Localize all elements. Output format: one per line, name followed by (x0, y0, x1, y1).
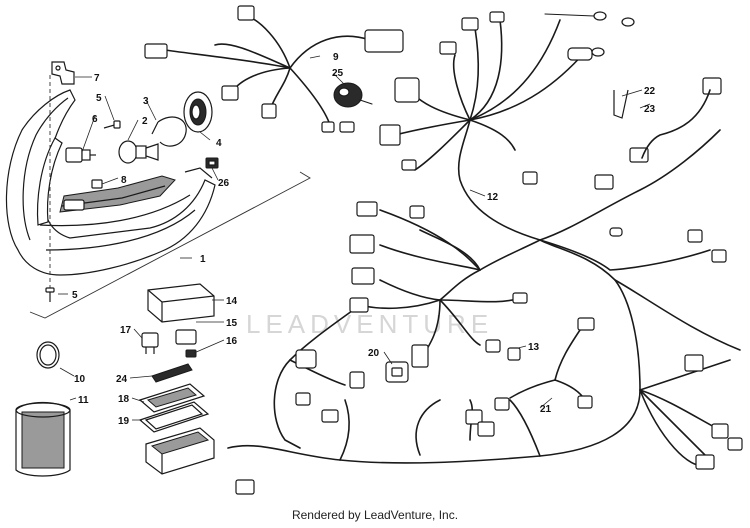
harness-connectors[interactable] (235, 77, 743, 495)
footer-credit: Rendered by LeadVenture, Inc. (291, 508, 459, 522)
headlight-bracket[interactable] (51, 61, 75, 85)
connector-pigtail[interactable] (641, 89, 711, 159)
callout-5-lower: 5 (72, 290, 78, 301)
callout-21: 21 (540, 404, 552, 415)
sensor-connector[interactable] (385, 361, 409, 383)
callout-3: 3 (143, 96, 149, 107)
callout-16: 16 (226, 336, 238, 347)
socket-bracket[interactable] (65, 147, 96, 163)
callout-5-upper: 5 (96, 93, 102, 104)
callout-9: 9 (333, 52, 339, 63)
callout-19: 19 (118, 416, 130, 427)
small-connector[interactable] (205, 157, 219, 169)
group-box-line (29, 171, 311, 319)
bulb-dust-cover[interactable] (183, 91, 213, 133)
callout-1: 1 (200, 254, 206, 265)
callout-12: 12 (487, 192, 499, 203)
protective-sleeve[interactable] (15, 401, 71, 477)
fuse-box-base[interactable] (145, 427, 215, 475)
callout-2: 2 (142, 116, 148, 127)
main-harness[interactable] (227, 119, 741, 467)
fuse[interactable] (185, 349, 197, 358)
headlight-clip[interactable] (91, 179, 103, 189)
sub-harness[interactable] (509, 317, 595, 409)
callout-15: 15 (226, 318, 238, 329)
relay[interactable] (141, 332, 159, 354)
callout-18: 18 (118, 394, 130, 405)
upper-harness[interactable] (144, 5, 404, 133)
small-plug[interactable] (507, 347, 521, 361)
callout-7: 7 (94, 73, 100, 84)
fuse-strip[interactable] (151, 363, 193, 383)
callout-25: 25 (332, 68, 344, 79)
callout-6: 6 (92, 114, 98, 125)
callout-14: 14 (226, 296, 238, 307)
callout-17: 17 (120, 325, 132, 336)
callout-8: 8 (121, 175, 127, 186)
relay-box[interactable] (147, 283, 215, 323)
callout-23: 23 (644, 104, 656, 115)
callout-20: 20 (368, 348, 380, 359)
retaining-ring[interactable] (36, 341, 60, 369)
callout-numbers: 1 2 3 4 5 5 6 7 8 9 10 11 12 13 14 15 16… (72, 52, 656, 427)
callout-26: 26 (218, 178, 230, 189)
headlight-assembly[interactable] (5, 89, 216, 276)
callout-4: 4 (216, 138, 222, 149)
buzzer[interactable] (333, 82, 373, 108)
upper-right-harness[interactable] (379, 11, 635, 171)
bulb-retaining-clip[interactable] (151, 116, 187, 147)
callout-13: 13 (528, 342, 540, 353)
callout-11: 11 (78, 395, 89, 406)
mini-relay[interactable] (175, 329, 197, 345)
callout-22: 22 (644, 86, 656, 97)
fuse-box-gasket[interactable] (138, 401, 210, 433)
callout-10: 10 (74, 374, 86, 385)
watermark: LEADVENTURE (246, 309, 493, 339)
harness-clip[interactable] (613, 89, 629, 119)
fuse-block[interactable] (138, 383, 206, 413)
leader-lines (58, 55, 651, 421)
headlight-bulb[interactable] (118, 140, 159, 164)
screw-upper[interactable] (103, 120, 121, 129)
screw-lower[interactable] (45, 287, 55, 302)
callout-24: 24 (116, 374, 128, 385)
